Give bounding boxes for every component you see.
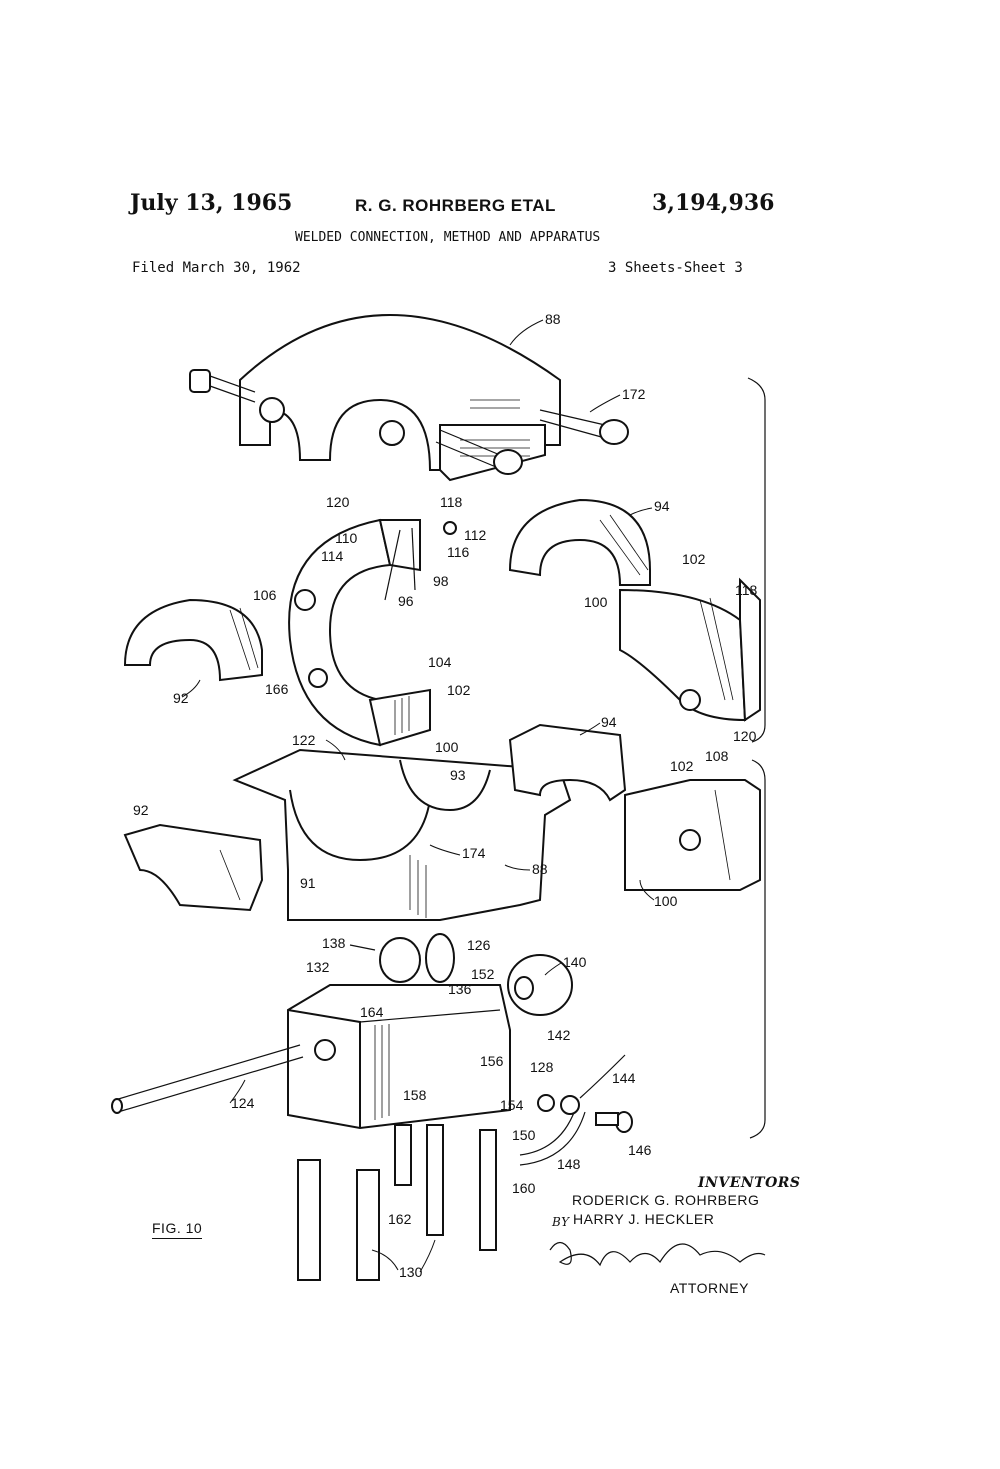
bushing-92-lower [123,823,264,912]
ref-146: 146 [628,1142,652,1158]
reference-numerals: 88 172 120 118 110 112 114 116 98 96 106… [133,311,758,1280]
ref-91: 91 [300,875,316,891]
ref-102-lower: 102 [670,758,694,774]
top-clamp-housing [239,314,561,482]
inventors-heading: INVENTORS [698,1175,801,1191]
ref-138: 138 [322,935,346,951]
sheet-count: 3 Sheets-Sheet 3 [608,260,743,276]
figure-label: FIG. 10 [152,1220,203,1239]
ref-88-lower: 88 [532,861,548,877]
gear-ring-assembly [288,518,457,747]
ref-102-right: 102 [682,551,706,567]
bottom-clamp-housing [232,748,572,921]
ref-128: 128 [530,1059,554,1075]
leader-lines [181,319,655,1273]
ref-136: 136 [448,981,472,997]
ref-92-lower: 92 [133,802,149,818]
ref-88-top: 88 [545,311,561,327]
patent-date: July 13, 1965 [130,190,293,216]
screw-172-right [539,409,629,445]
ref-160: 160 [512,1180,536,1196]
ref-106: 106 [253,587,277,603]
ref-156: 156 [480,1053,504,1069]
ref-93: 93 [450,767,466,783]
bushing-94-upper [508,498,651,586]
ref-130: 130 [399,1264,423,1280]
ref-164: 164 [360,1004,384,1020]
ref-104: 104 [428,654,452,670]
ref-152: 152 [471,966,495,982]
attorney-signature [549,1241,766,1267]
ref-174: 174 [462,845,486,861]
ref-118-right: 118 [735,582,758,598]
inventor-name-1: RODERICK G. ROHRBERG [572,1192,760,1208]
ref-126: 126 [467,937,491,953]
ref-148: 148 [557,1156,581,1172]
lower-block-128 [287,984,511,1130]
screws-130 [297,1124,497,1281]
ref-98: 98 [433,573,449,589]
cable-assembly [519,1054,633,1166]
patent-title: WELDED CONNECTION, METHOD AND APPARATUS [295,230,601,245]
ref-92-top: 92 [173,690,189,706]
bracket-upper [747,377,766,743]
ref-142: 142 [547,1027,571,1043]
ref-154: 154 [500,1097,524,1113]
ref-140: 140 [563,954,587,970]
ref-96: 96 [398,593,414,609]
ref-100-right: 100 [584,594,608,610]
bushing-92-upper [123,598,263,682]
ref-114: 114 [321,548,344,564]
ref-120-right: 120 [733,728,757,744]
bracket-lower [749,759,766,1139]
ref-116: 116 [447,544,470,560]
bushing-94-lower [508,723,627,802]
ref-166: 166 [265,681,289,697]
filing-date: Filed March 30, 1962 [132,260,301,276]
attorney-label: ATTORNEY [670,1280,749,1296]
ref-124: 124 [231,1095,255,1111]
ref-102-mid: 102 [447,682,471,698]
gear-segment-upper-right [619,577,761,722]
ref-118-top: 118 [440,494,463,510]
ref-112: 112 [464,527,487,543]
ref-94-lower: 94 [601,714,617,730]
ref-94-top: 94 [654,498,670,514]
ref-150: 150 [512,1127,536,1143]
screw-172-front [435,429,523,475]
ref-172: 172 [622,386,646,402]
shaft-124 [111,1044,304,1114]
by-label: BY [552,1215,570,1229]
ref-108: 108 [705,748,729,764]
ref-122: 122 [292,732,316,748]
wheel-140 [507,954,573,1016]
ref-158: 158 [403,1087,427,1103]
ref-110: 110 [335,530,358,546]
screw-172-left [189,369,256,403]
patent-number: 3,194,936 [652,190,775,216]
ref-100-mid: 100 [435,739,459,755]
inventors-header: R. G. ROHRBERG ETAL [355,196,556,215]
gear-126 [349,933,455,983]
ref-120-top: 120 [326,494,350,510]
ref-162: 162 [388,1211,412,1227]
gear-segment-lower-right [624,779,761,891]
inventor-name-2: HARRY J. HECKLER [573,1211,715,1227]
ref-144: 144 [612,1070,636,1086]
ref-100-lower: 100 [654,893,678,909]
ref-132: 132 [306,959,330,975]
